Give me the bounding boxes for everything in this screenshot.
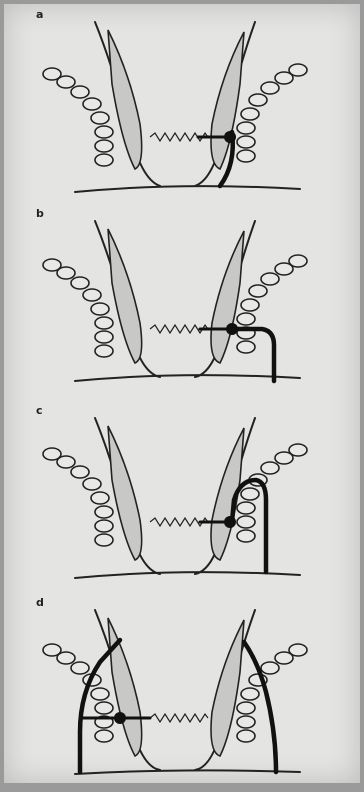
panel-b: b [0,203,364,403]
panel-d-diagram [0,592,364,787]
right-bead-chain [237,444,307,542]
left-bead-chain [43,448,113,546]
panel-c: c [0,400,364,600]
panel-a-diagram [0,4,364,204]
panel-b-diagram [0,203,364,403]
panel-c-diagram [0,400,364,600]
panel-d: d [0,592,364,792]
left-bead-chain [43,68,113,166]
left-bead-chain [43,259,113,357]
panel-a: a [0,4,364,204]
right-bead-chain [237,64,307,162]
